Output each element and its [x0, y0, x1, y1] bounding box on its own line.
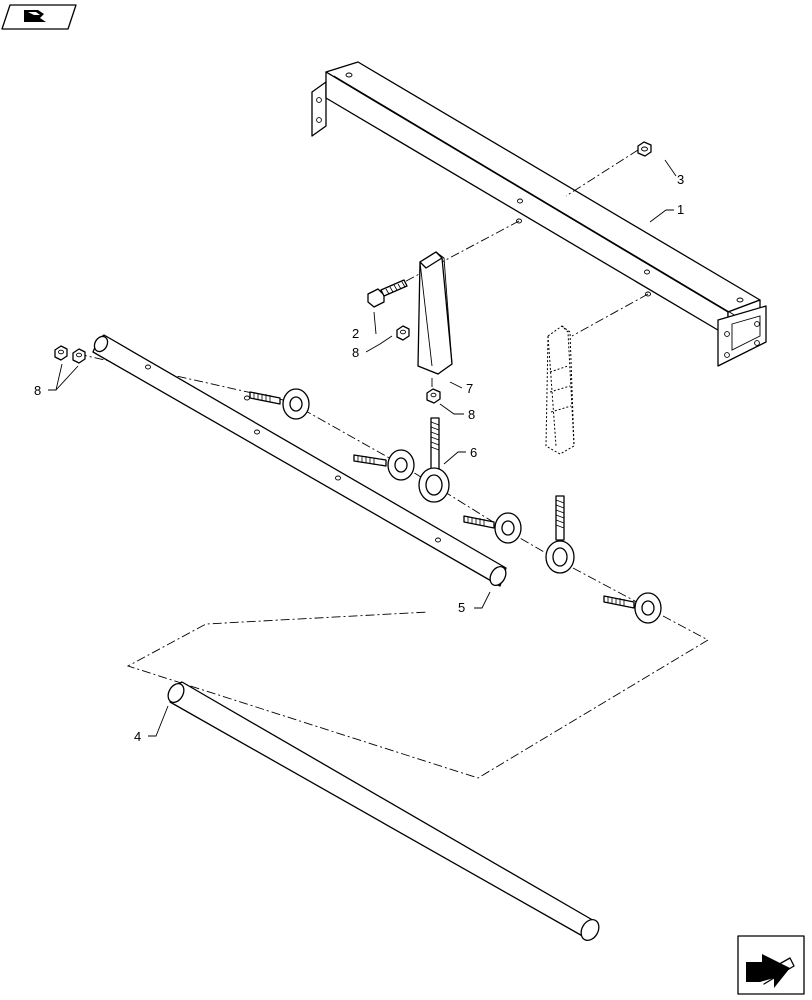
callout-leaders [48, 159, 677, 737]
callout-6: 6 [470, 445, 477, 460]
navigation-arrow-icon[interactable] [1, 4, 77, 30]
nut-part-3 [637, 141, 652, 157]
phantom-strap [545, 325, 575, 455]
callout-8-upper: 8 [352, 345, 359, 360]
nut-part-8-middle [426, 388, 441, 404]
screw-washer-2 [353, 449, 415, 481]
screw-washer-1 [249, 388, 310, 420]
callout-2: 2 [352, 326, 359, 341]
callout-labels: 1 2 3 4 5 6 7 8 8 8 [34, 172, 684, 744]
strap-bracket-part-7 [417, 251, 453, 375]
assembly-centerlines [77, 149, 709, 779]
eyebolt-part-6 [418, 417, 450, 503]
callout-8-middle: 8 [468, 407, 475, 422]
round-bar-part-4 [167, 681, 600, 941]
screw-washer-4 [603, 592, 662, 624]
nuts-part-8-left [54, 345, 86, 364]
bolt-part-2 [367, 279, 408, 308]
callout-4: 4 [134, 729, 141, 744]
frame-tube-part-1 [311, 61, 767, 367]
callout-5: 5 [458, 600, 465, 615]
screw-washer-3 [463, 512, 522, 544]
next-page-arrow-icon[interactable] [737, 935, 805, 995]
eyebolt-rear [545, 495, 575, 574]
callout-3: 3 [677, 172, 684, 187]
shaft-part-5 [92, 334, 507, 587]
callout-1: 1 [677, 202, 684, 217]
nut-part-8-upper [396, 325, 410, 341]
callout-8-left: 8 [34, 383, 41, 398]
callout-7: 7 [466, 381, 473, 396]
